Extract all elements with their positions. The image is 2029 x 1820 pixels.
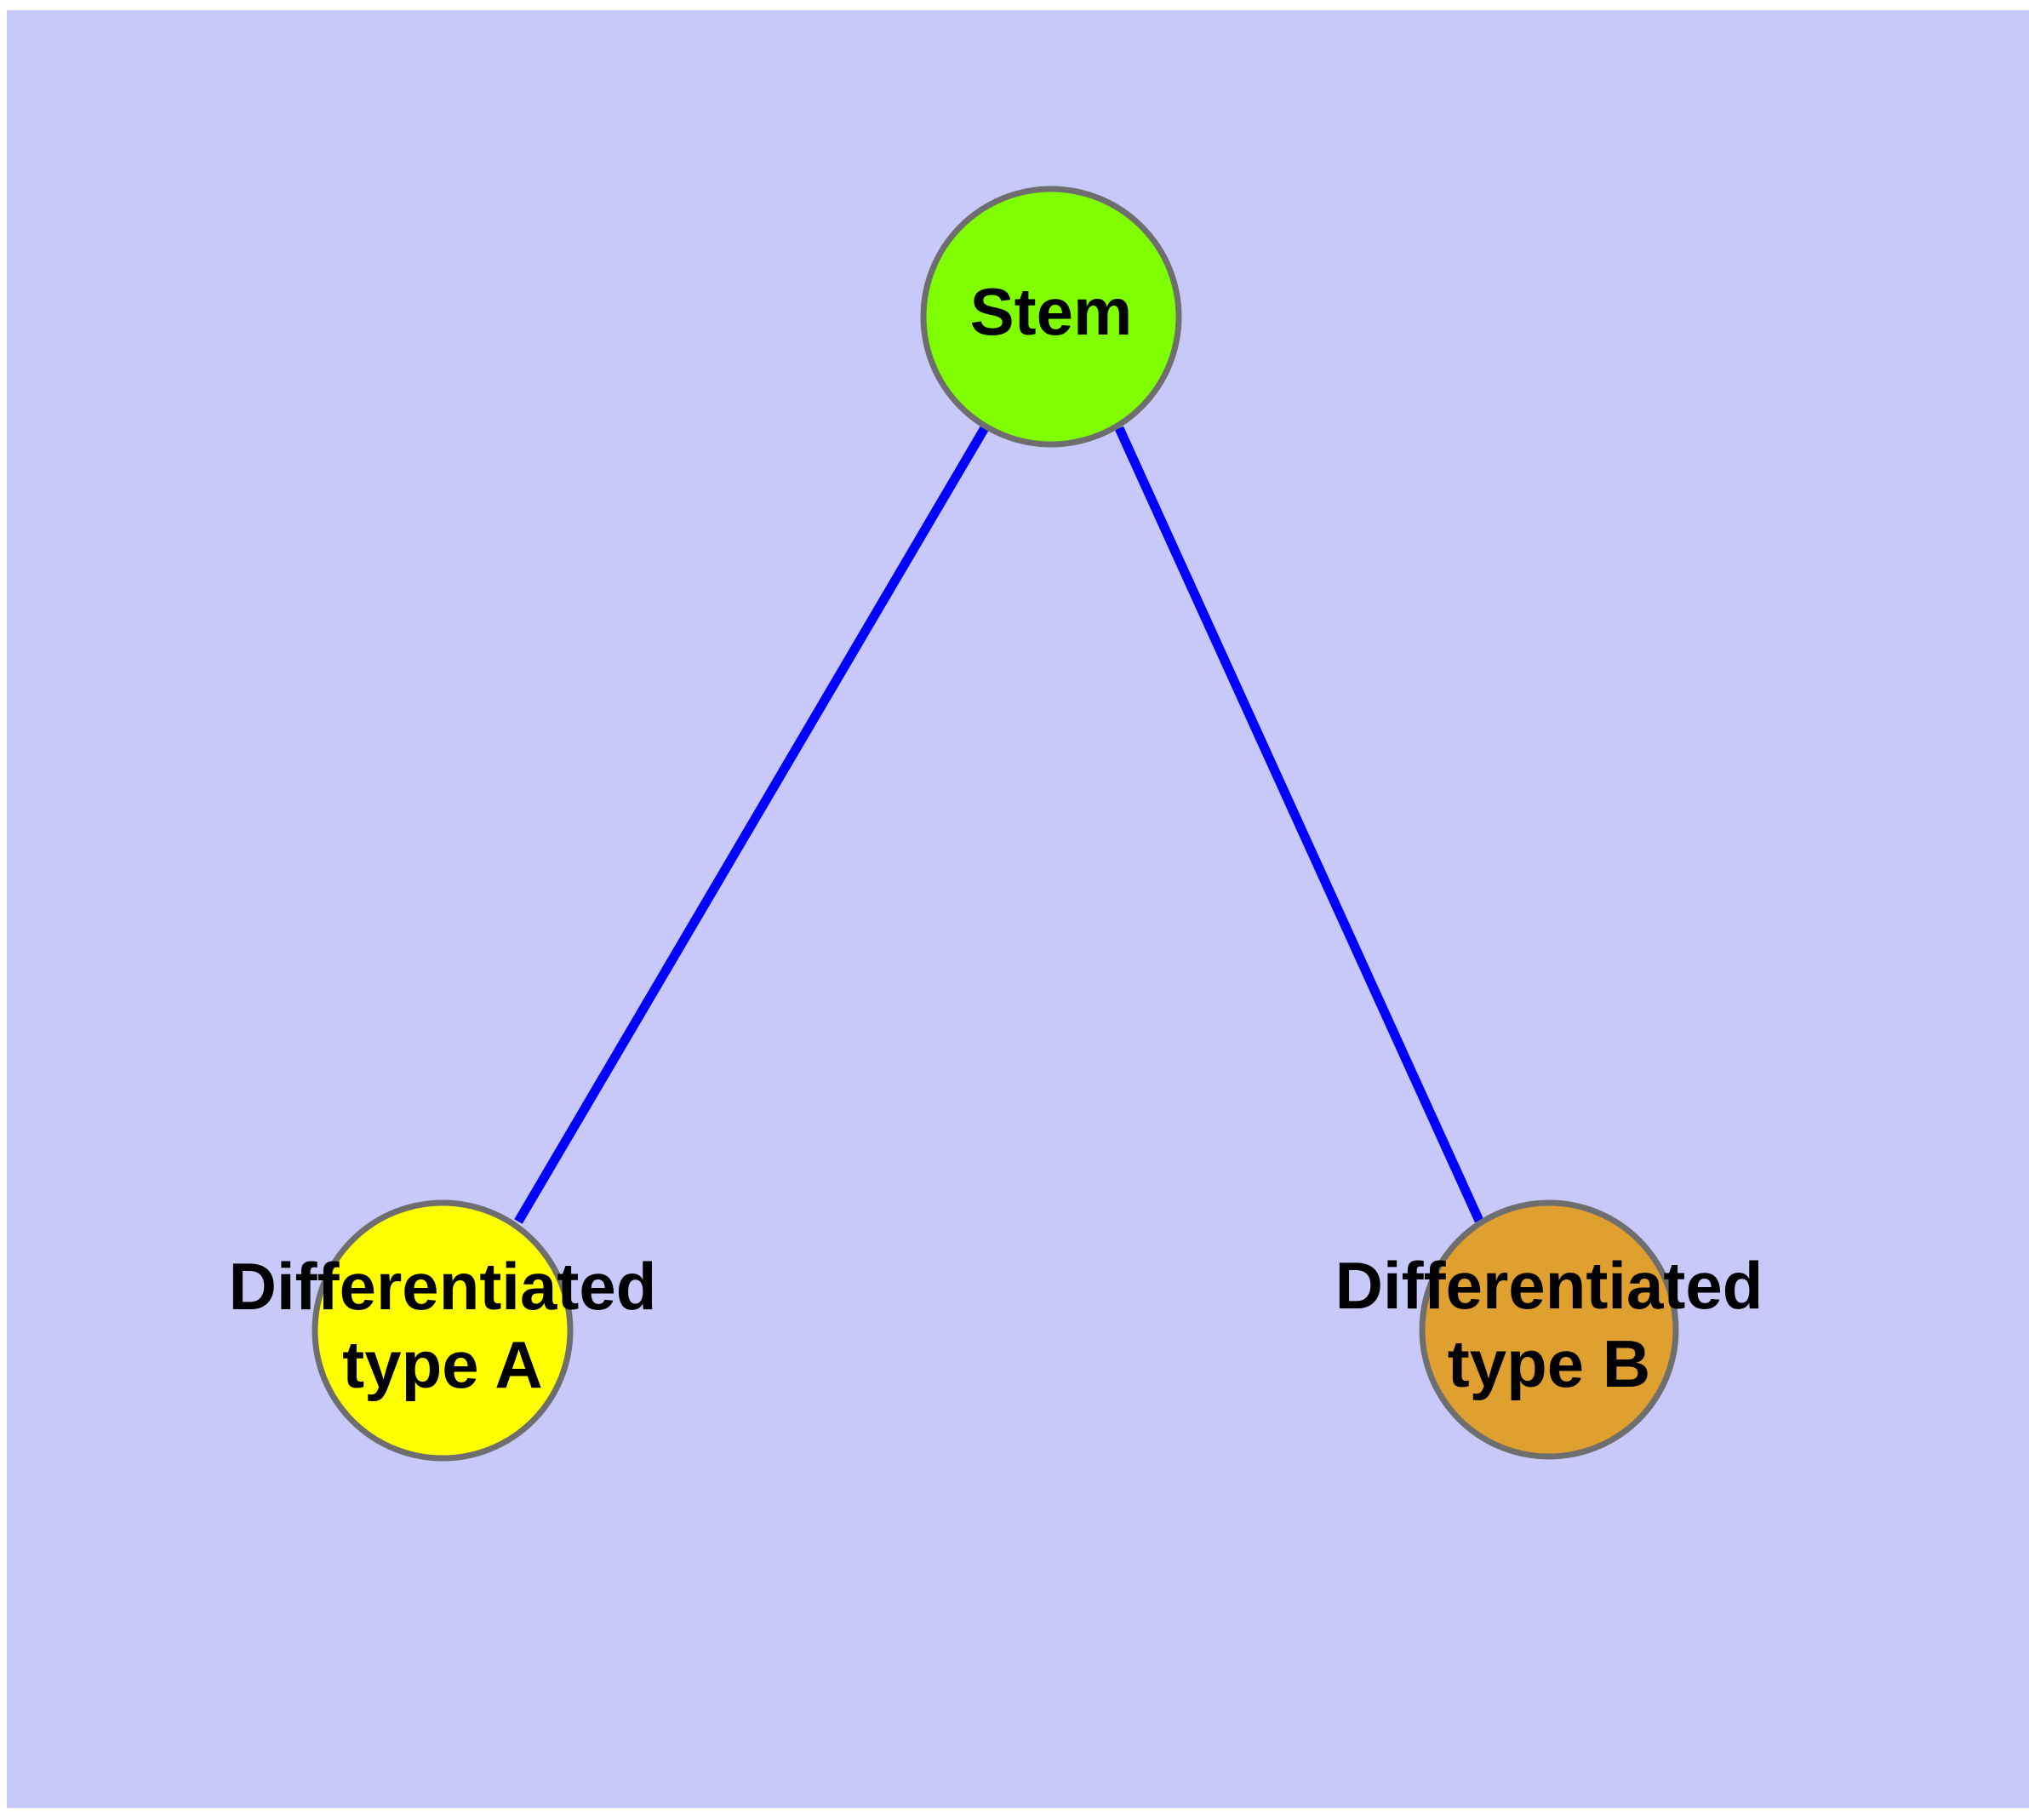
node-diff_a[interactable] xyxy=(311,1199,574,1462)
node-stem[interactable] xyxy=(920,186,1182,448)
node-label-line: type B xyxy=(1448,1326,1650,1401)
edge-stem-to-diff-b[interactable] xyxy=(1114,426,1484,1223)
node-label-line: Stem xyxy=(970,274,1133,349)
node-label-line: Differentiated xyxy=(1335,1248,1763,1323)
edges-layer xyxy=(514,424,1484,1224)
node-label-line: Differentiated xyxy=(229,1249,657,1324)
edge-stem-to-diff-a[interactable] xyxy=(514,424,990,1224)
nodes-layer xyxy=(311,186,1679,1462)
node-diff_b[interactable] xyxy=(1419,1199,1679,1460)
node-label-stem: Stem xyxy=(970,274,1133,349)
node-label-line: type A xyxy=(342,1327,543,1402)
